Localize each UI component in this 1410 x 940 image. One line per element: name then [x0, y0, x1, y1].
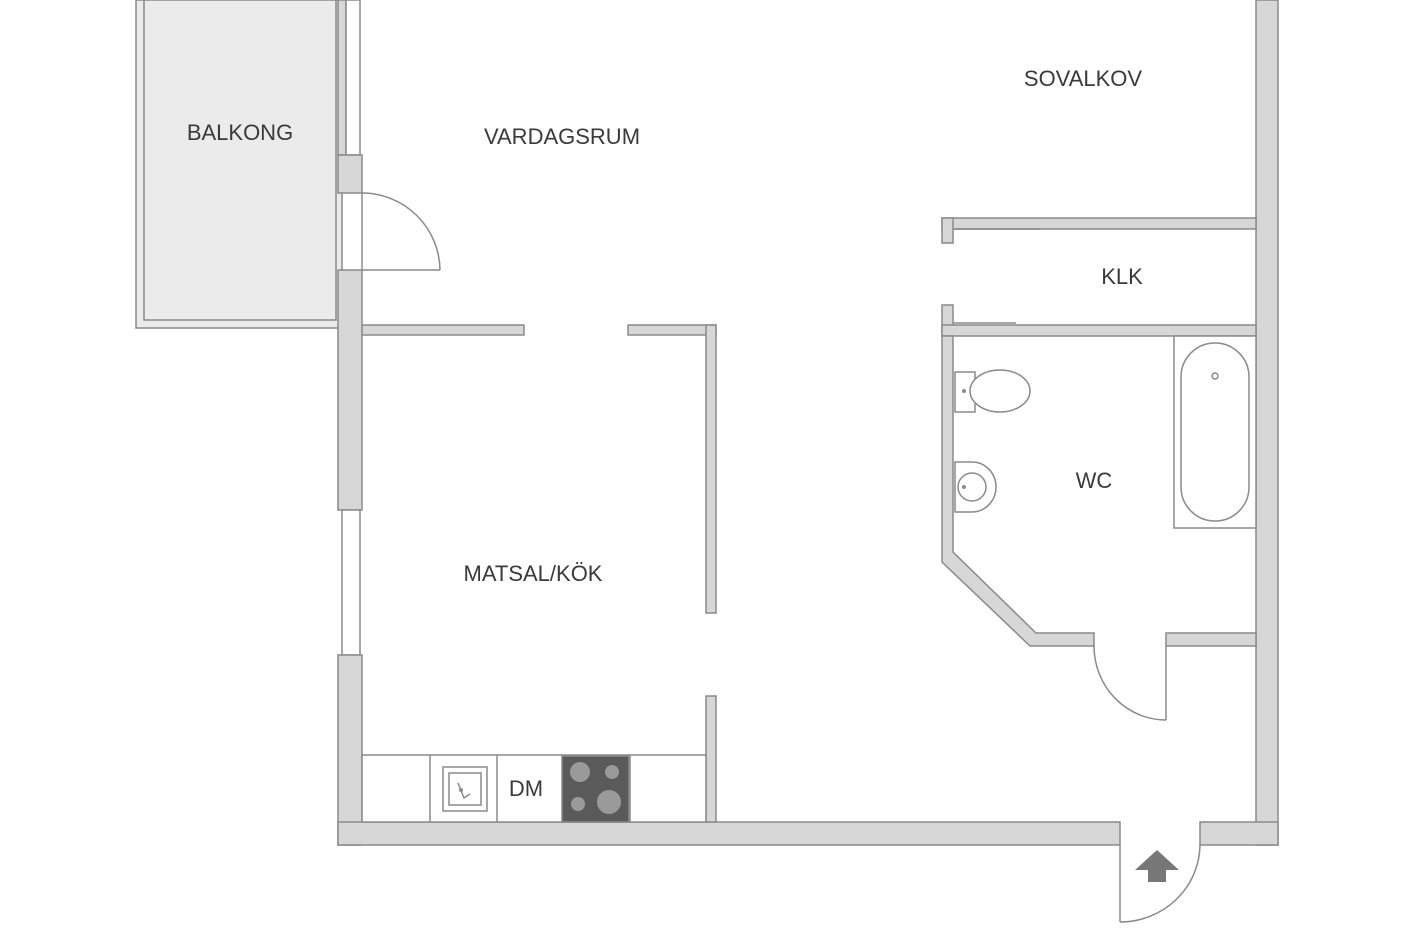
kitchen-right-wall — [705, 324, 717, 823]
stove-icon — [561, 755, 630, 823]
bathroom-door — [1093, 645, 1167, 721]
kitchen-top-wall — [361, 324, 717, 336]
room-label-bedroom-alcove: SOVALKOV — [1024, 66, 1143, 91]
balcony-area — [135, 0, 343, 329]
left-exterior-wall — [337, 0, 363, 846]
toilet-icon — [954, 369, 1031, 413]
bottom-exterior-wall — [337, 821, 1279, 846]
dishwasher-label: DM — [509, 776, 543, 801]
sink-icon — [442, 766, 488, 812]
washbasin-icon — [954, 461, 997, 513]
room-label-balcony: BALKONG — [187, 120, 293, 145]
room-label-closet: KLK — [1101, 264, 1143, 289]
closet-walls — [941, 217, 1257, 337]
balcony-door — [361, 192, 441, 271]
entrance-door — [1119, 844, 1201, 923]
kitchen-counter — [361, 754, 707, 823]
room-label-living-room: VARDAGSRUM — [484, 124, 640, 149]
right-exterior-wall — [1255, 0, 1279, 846]
bathroom-walls — [941, 335, 1257, 647]
room-label-bathroom: WC — [1076, 468, 1113, 493]
bathtub-icon — [1173, 335, 1257, 529]
room-label-dining-kitchen: MATSAL/KÖK — [464, 561, 603, 586]
entrance-arrow-icon — [1135, 850, 1179, 882]
